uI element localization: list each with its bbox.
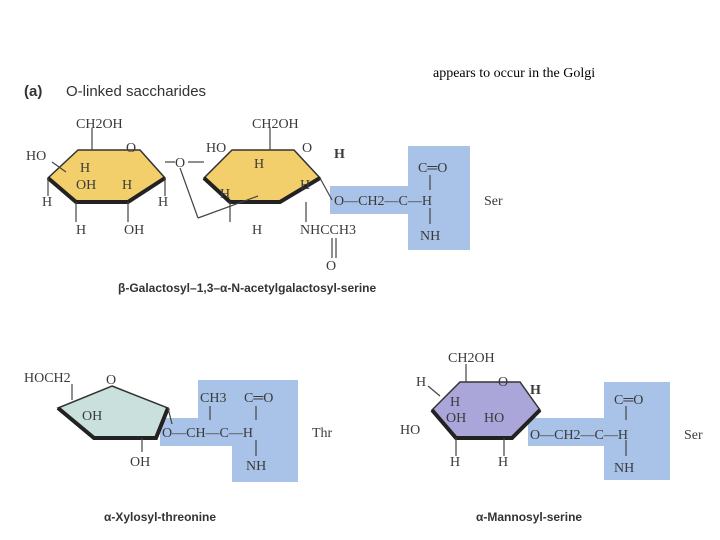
xylosyl-caption: α-Xylosyl-threonine bbox=[104, 510, 216, 524]
thr-co: C═O bbox=[244, 391, 273, 406]
gal-oh: OH bbox=[76, 178, 96, 193]
gal-link-o: O bbox=[175, 156, 185, 171]
xylosyl-group: HOCH2 O OH OH CH3 C═O O—CH—C—H NH Thr α-… bbox=[24, 371, 333, 524]
gal-ho: HO bbox=[26, 149, 46, 164]
golgi-note: appears to occur in the Golgi bbox=[433, 66, 596, 81]
nac-h-bottom: H bbox=[252, 223, 262, 238]
man-h-mid: H bbox=[450, 395, 460, 410]
man-h-b1: H bbox=[450, 455, 460, 470]
man-ho-left: HO bbox=[400, 423, 420, 438]
gal-ring-o: O bbox=[126, 141, 136, 156]
xylose-ring-edge bbox=[56, 406, 170, 440]
man-ser-co: C═O bbox=[614, 393, 643, 408]
galnac-caption: β-Galactosyl–1,3–α-N-acetylgalactosyl-se… bbox=[118, 281, 376, 295]
man-ser-name: Ser bbox=[684, 428, 703, 443]
man-ho-mid: HO bbox=[484, 411, 504, 426]
ser-co: C═O bbox=[418, 161, 447, 176]
gal-h-left: H bbox=[42, 195, 52, 210]
mannosyl-caption: α-Mannosyl-serine bbox=[476, 510, 582, 524]
man-h-right: H bbox=[530, 383, 541, 398]
man-h-b2: H bbox=[498, 455, 508, 470]
nac-carbonyl-o: O bbox=[326, 259, 336, 274]
mannose-serine-box bbox=[528, 382, 670, 480]
xyl-ring-o: O bbox=[106, 373, 116, 388]
mannosyl-group: CH2OH H O H H OH HO HO H H C═O O—CH2—C—H… bbox=[400, 351, 703, 524]
panel-title: O-linked saccharides bbox=[66, 83, 206, 100]
serine-box-top bbox=[330, 146, 470, 250]
man-ch2oh: CH2OH bbox=[448, 351, 495, 366]
ser-nh: NH bbox=[420, 229, 440, 244]
nac-ho: HO bbox=[206, 141, 226, 156]
nac-h2: H bbox=[254, 157, 264, 172]
thr-chain: O—CH—C—H bbox=[162, 426, 253, 441]
gal-h1: H bbox=[80, 161, 90, 176]
xyl-oh: OH bbox=[82, 409, 102, 424]
galnac-group: CH2OH HO O H OH H H H H OH O HO CH2OH O … bbox=[26, 117, 503, 295]
thr-ch3: CH3 bbox=[200, 391, 226, 406]
nac-ring-o: O bbox=[302, 141, 312, 156]
man-ring-o: O bbox=[498, 375, 508, 390]
mannosyl-bonds bbox=[427, 364, 627, 456]
gal-oh-bottom: OH bbox=[124, 223, 144, 238]
panel-label: (a) bbox=[24, 83, 42, 100]
xyl-oh-bottom: OH bbox=[130, 455, 150, 470]
ser-chain: O—CH2—C—H bbox=[334, 194, 432, 209]
nac-h1: H bbox=[334, 147, 345, 162]
thr-name: Thr bbox=[312, 426, 333, 441]
man-ser-nh: NH bbox=[614, 461, 634, 476]
gal-h-bottom: H bbox=[76, 223, 86, 238]
galnac-bonds bbox=[47, 128, 431, 258]
man-ser-chain: O—CH2—C—H bbox=[530, 428, 628, 443]
gal-ch2oh: CH2OH bbox=[76, 117, 123, 132]
xylose-ring bbox=[56, 385, 169, 439]
threonine-box bbox=[160, 380, 298, 482]
nac-h4: H bbox=[220, 187, 230, 202]
nac-nhcch3: NHCCH3 bbox=[300, 223, 356, 238]
galnac-ring-edge bbox=[202, 176, 322, 204]
man-oh: OH bbox=[446, 411, 466, 426]
thr-nh: NH bbox=[246, 459, 266, 474]
nac-h3: H bbox=[300, 178, 310, 193]
mannose-ring-edge bbox=[430, 408, 542, 440]
galactose-ring-edge bbox=[46, 176, 167, 204]
xyl-hoch2: HOCH2 bbox=[24, 371, 71, 386]
nac-ch2oh: CH2OH bbox=[252, 117, 299, 132]
ser-name: Ser bbox=[484, 194, 503, 209]
gal-h2: H bbox=[122, 178, 132, 193]
xylosyl-bonds bbox=[71, 384, 257, 456]
man-h-top: H bbox=[416, 375, 426, 390]
gal-h-right: H bbox=[158, 195, 168, 210]
